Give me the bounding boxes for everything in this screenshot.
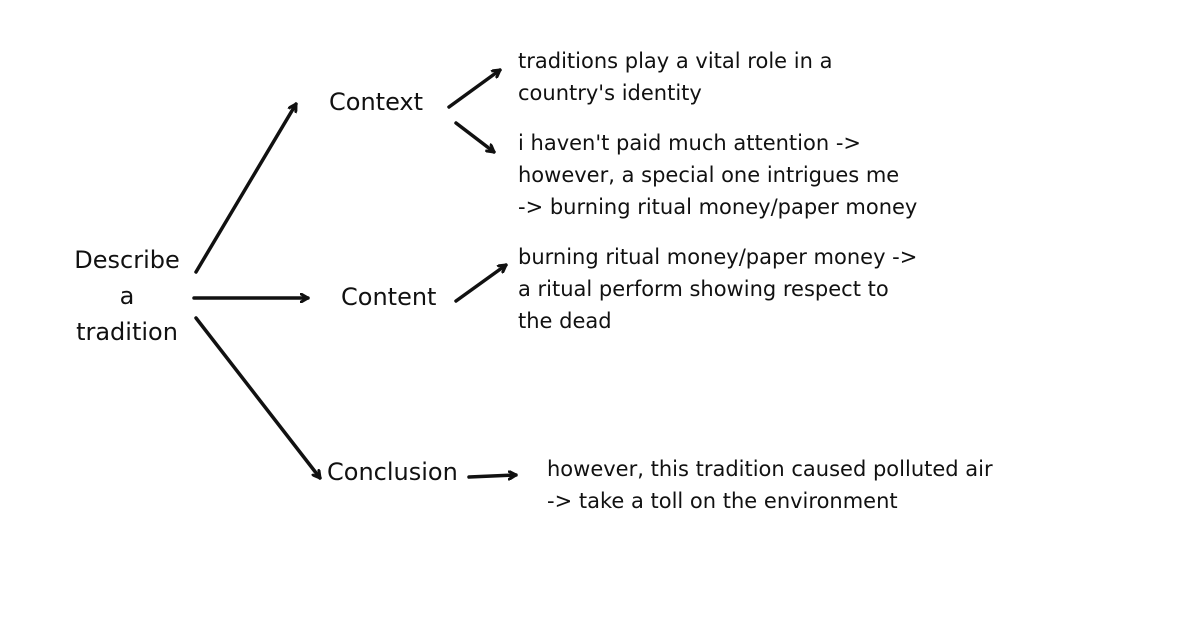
arrow-conclusion-to-note [467,475,518,477]
root-line: a [119,282,135,310]
root-node: Describe a tradition [64,242,190,350]
note-line: -> burning ritual money/paper money [518,195,918,219]
note-line: a ritual perform showing respect to [518,277,889,301]
note-line: the dead [518,309,612,333]
conclusion-note: however, this tradition caused polluted … [547,453,993,517]
root-line: tradition [76,318,178,346]
branch-context: Context [329,88,424,116]
note-line: burning ritual money/paper money -> [518,245,918,269]
branch-conclusion: Conclusion [327,458,458,486]
arrow-content-to-note [454,263,508,303]
arrow-context-to-note-1 [447,68,502,109]
context-note-2: i haven't paid much attention -> however… [518,127,917,223]
root-line: Describe [74,246,180,274]
note-line: country's identity [518,81,702,105]
arrow-root-to-conclusion [194,316,322,480]
arrow-root-to-context [194,102,298,274]
context-note-1: traditions play a vital role in a countr… [518,45,832,109]
note-line: however, a special one intrigues me [518,163,900,187]
note-line: traditions play a vital role in a [518,49,833,73]
branch-content: Content [341,283,437,311]
note-line: -> take a toll on the environment [547,489,898,513]
note-line: however, this tradition caused polluted … [547,457,993,481]
arrow-context-to-note-2 [454,121,496,154]
content-note: burning ritual money/paper money -> a ri… [518,241,917,337]
note-line: i haven't paid much attention -> [518,131,862,155]
